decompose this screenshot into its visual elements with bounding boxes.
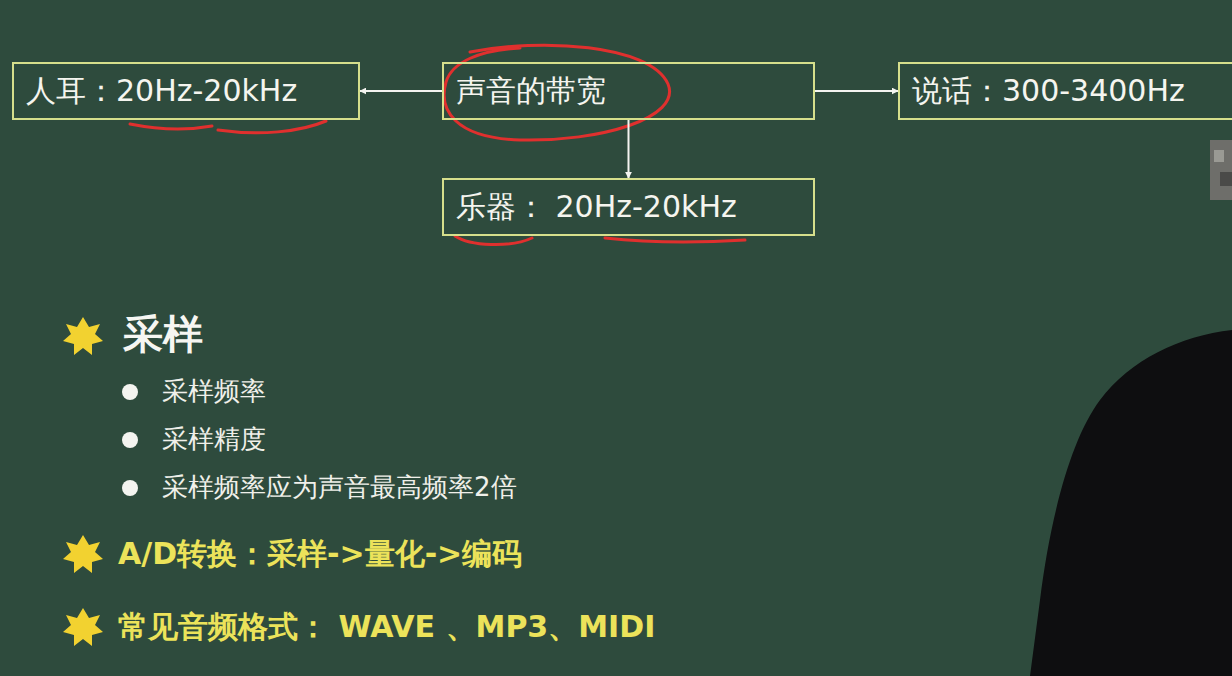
red-circle [444,45,669,140]
bullet-item: 采样频率 [162,376,266,407]
box-text: 人耳：20Hz-20kHz [26,73,297,109]
box-text: 说话：300-3400Hz [912,73,1185,109]
red-underline [455,236,532,245]
key-point: A/D转换：采样->量化->编码 [118,536,522,572]
presenter-head [1210,140,1232,200]
red-underline [605,238,745,242]
arrow-connector [815,90,898,92]
arrow-connector [628,120,630,178]
red-underline [130,124,212,129]
star-icon [63,535,103,573]
round-bullets [122,384,138,496]
box-text: 乐器： 20Hz-20kHz [456,189,737,225]
bullet-item: 采样精度 [162,424,266,455]
bullet-dot [122,384,138,400]
section-heading: 采样 [123,310,203,358]
bandwidth-box: 声音的带宽 [442,62,815,120]
star-icon [63,317,103,355]
arrow-connector [360,90,442,92]
box-text: 声音的带宽 [456,73,606,109]
bandwidth-box: 人耳：20Hz-20kHz [12,62,360,120]
presenter-body [1030,330,1232,676]
presenter [1030,140,1232,676]
star-bullets [63,317,103,646]
key-point: 常见音频格式： WAVE 、MP3、MIDI [118,609,655,645]
bandwidth-box: 说话：300-3400Hz [898,62,1232,120]
bullet-item: 采样频率应为声音最高频率2倍 [162,472,517,503]
red-underline [218,121,326,133]
bullet-dot [122,432,138,448]
pixel-block [1214,150,1224,162]
bullet-dot [122,480,138,496]
pixel-block [1220,172,1232,186]
bandwidth-box: 乐器： 20Hz-20kHz [442,178,815,236]
star-icon [63,608,103,646]
